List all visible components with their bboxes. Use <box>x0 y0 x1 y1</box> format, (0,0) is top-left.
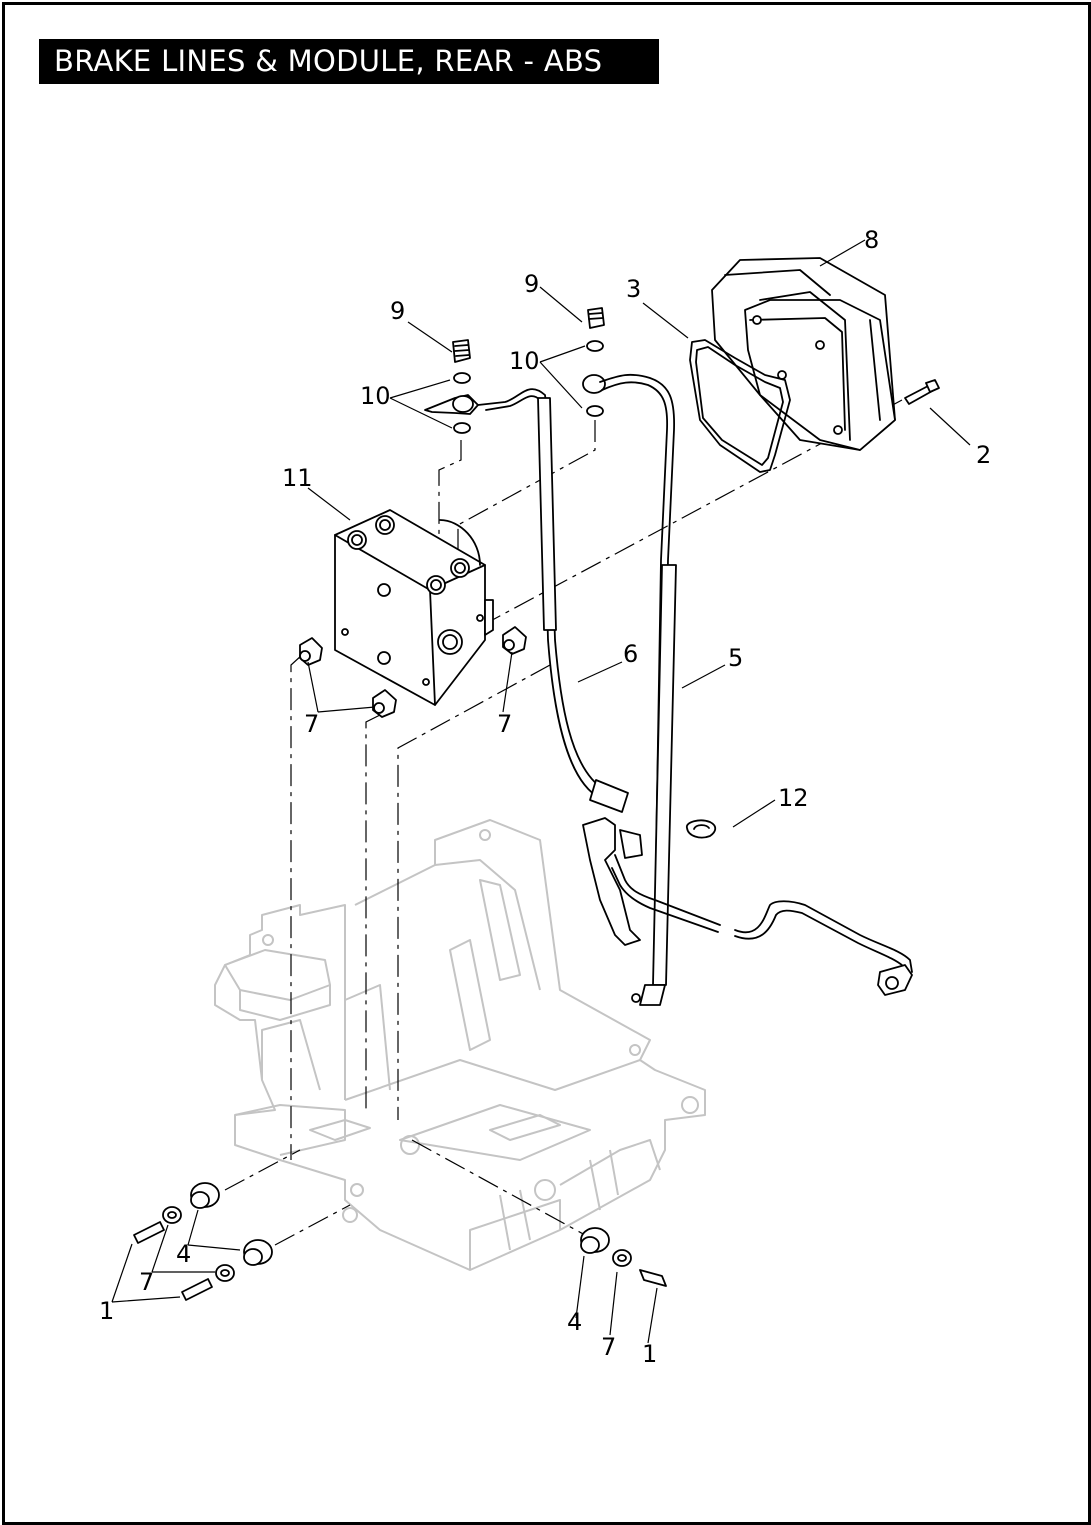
line-clip <box>686 819 717 839</box>
assembly-centerlines <box>224 399 903 1246</box>
callout-11: 11 <box>282 464 313 492</box>
callout-7-lower-right: 7 <box>601 1333 616 1361</box>
callout-9-left: 9 <box>390 297 405 325</box>
callout-1-left: 1 <box>99 1297 114 1325</box>
brake-line-5 <box>599 373 677 1006</box>
module-gasket <box>689 339 791 473</box>
callout-7-block-right: 7 <box>497 710 512 738</box>
brake-line-6 <box>477 388 629 813</box>
rear-line-bracket <box>582 817 913 996</box>
diagram-title: BRAKE LINES & MODULE, REAR - ABS <box>39 39 659 84</box>
callout-7-block-left: 7 <box>304 710 319 738</box>
lower-mount-hardware <box>133 1182 667 1301</box>
block-grommets <box>299 626 527 718</box>
callout-9-right: 9 <box>524 270 539 298</box>
frame-tray <box>214 819 706 1271</box>
callout-12: 12 <box>778 784 809 812</box>
callout-10-right: 10 <box>509 347 540 375</box>
callout-4-right: 4 <box>567 1308 582 1336</box>
hydraulic-block <box>334 509 494 706</box>
callout-3: 3 <box>626 275 641 303</box>
callout-1-right: 1 <box>642 1340 657 1368</box>
callout-10-left: 10 <box>360 382 391 410</box>
leader-lines <box>111 239 971 1344</box>
callout-2: 2 <box>976 441 991 469</box>
callout-5: 5 <box>728 644 743 672</box>
callout-4-left: 4 <box>176 1240 191 1268</box>
abs-module <box>711 257 896 451</box>
module-screw <box>904 379 940 405</box>
banjo-bolts <box>424 307 606 434</box>
callout-7-lower-left: 7 <box>139 1268 154 1296</box>
callout-6: 6 <box>623 640 638 668</box>
callout-numbers: 8 3 2 9 9 10 10 11 6 5 7 7 12 4 7 1 4 7 … <box>99 226 991 1368</box>
callout-8: 8 <box>864 226 879 254</box>
